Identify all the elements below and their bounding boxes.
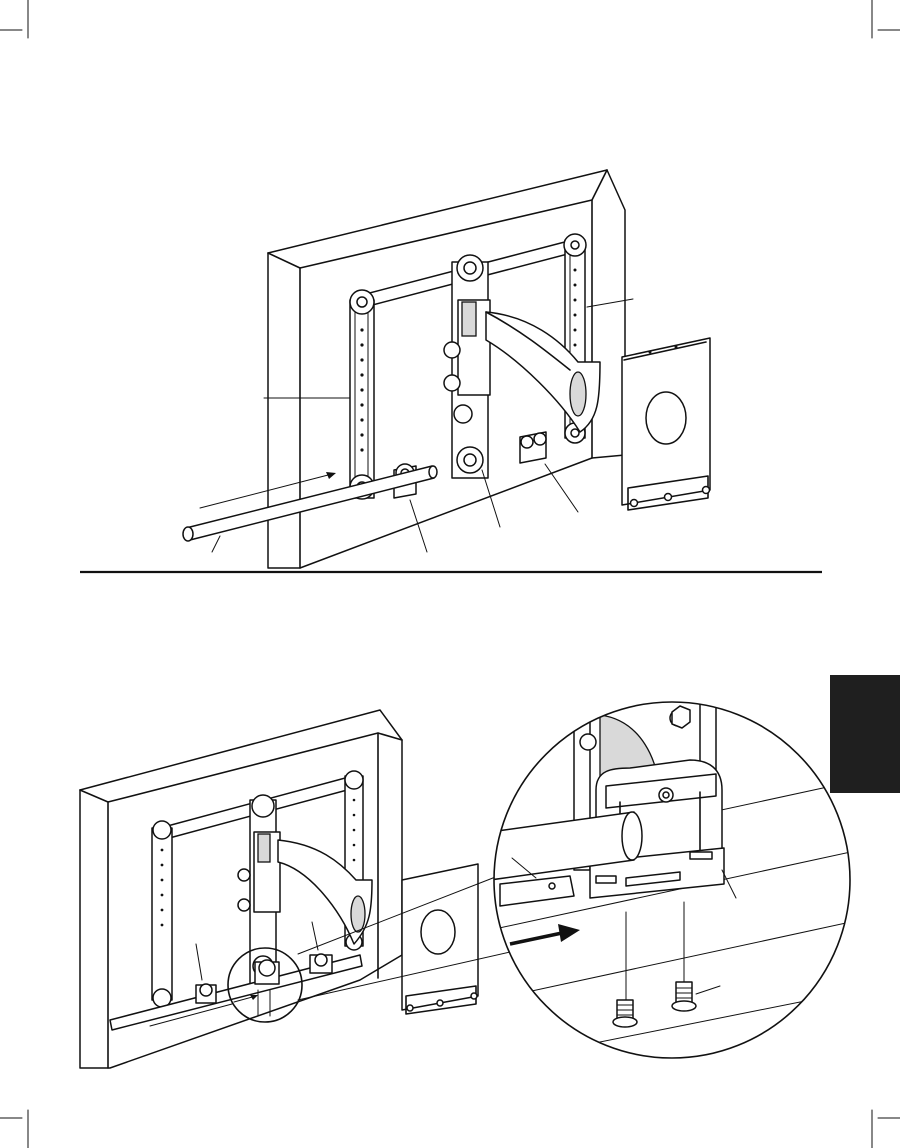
- detail-connector-top: [297, 875, 499, 955]
- mounting-plate: [621, 337, 711, 511]
- callout-clamp: [721, 869, 737, 899]
- figure-1-callouts: [211, 298, 634, 553]
- figure-1: [182, 169, 711, 569]
- center-carriage-2: [237, 794, 281, 987]
- screw-right: [671, 981, 697, 1012]
- bar-clamp-right: [309, 953, 333, 974]
- figure-2-callouts: [195, 921, 319, 981]
- left-vertical-rail: [349, 289, 375, 500]
- detail-connector-bottom: [297, 951, 511, 1001]
- insert-arrow: [199, 472, 336, 509]
- spacer-bracket: [519, 431, 547, 464]
- center-carriage: [443, 254, 491, 479]
- screw-left: [612, 999, 638, 1028]
- figure-2: [79, 701, 851, 1069]
- section-tab: [830, 675, 900, 793]
- swing-arm: [485, 311, 601, 433]
- detail-arrow: [509, 924, 580, 946]
- bar-clamp-left: [195, 983, 217, 1004]
- detail-circle-small: [227, 947, 303, 1023]
- mounting-plate-2: [401, 863, 479, 1015]
- horizontal-bar: [182, 465, 438, 542]
- left-vertical-rail-2: [151, 820, 173, 1008]
- callout-screw: [695, 985, 721, 995]
- swing-arm-2: [277, 839, 373, 945]
- detail-magnifier: [493, 701, 851, 1059]
- bar-direction-arrow: [149, 1003, 233, 1027]
- callout-bar: [511, 857, 537, 879]
